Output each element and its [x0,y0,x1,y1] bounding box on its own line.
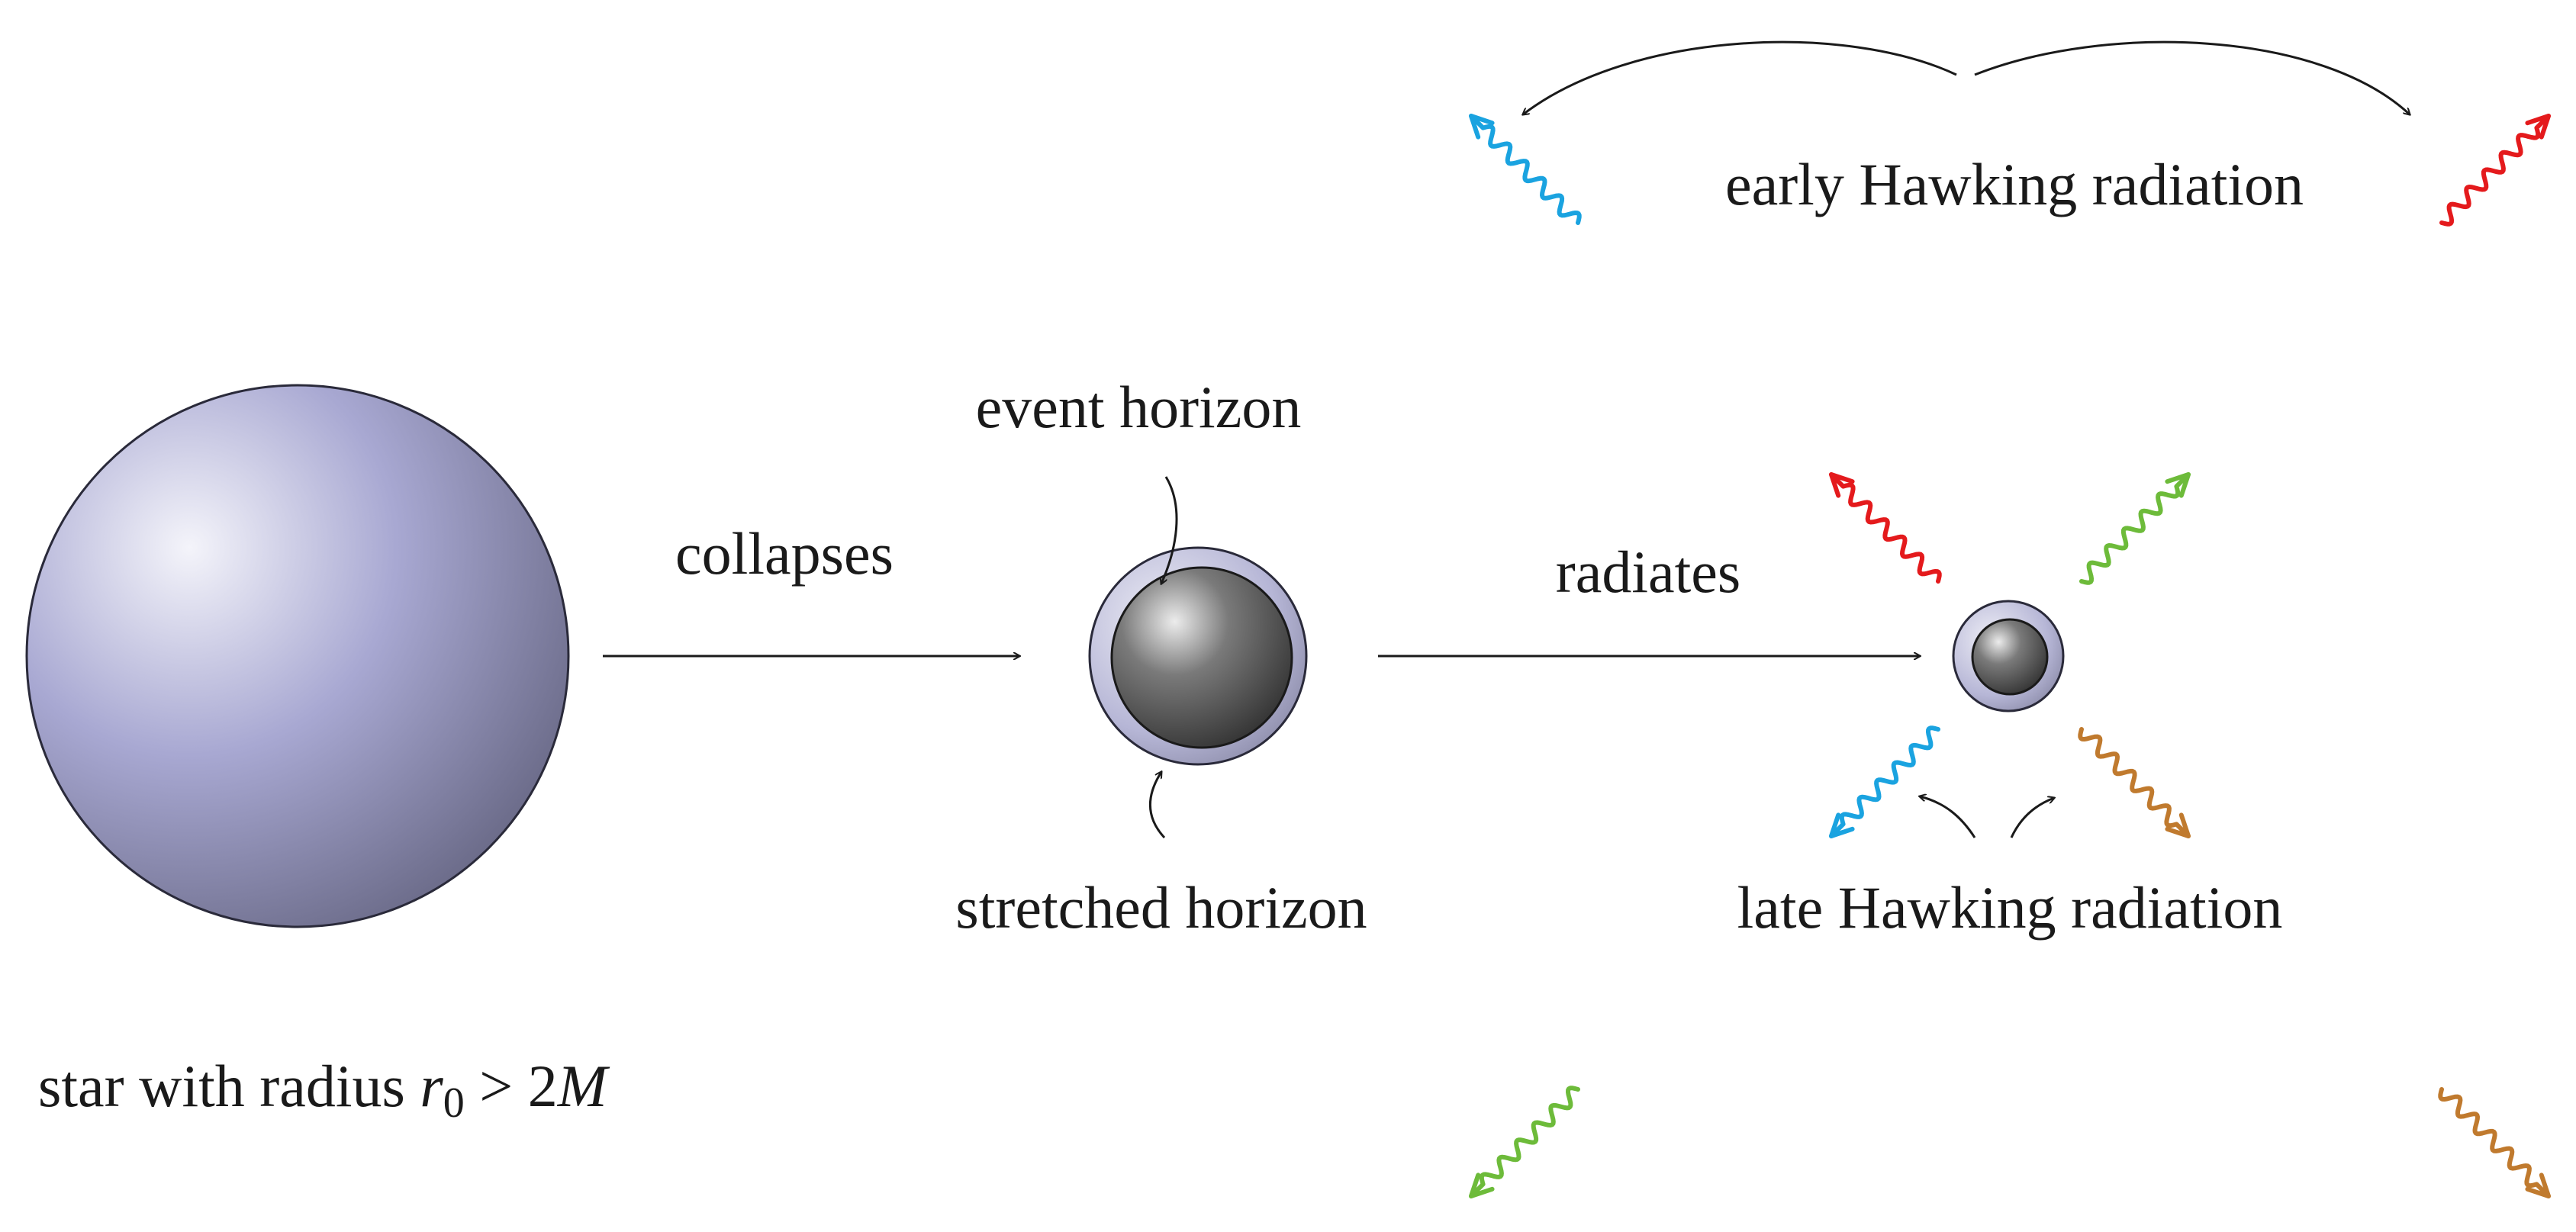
escaping-photon-green-head [1469,1172,1495,1198]
star-sphere [25,384,570,928]
late-photon-red-icon [1829,472,1942,584]
event-horizon-pointer-icon [1161,476,1178,584]
early-radiation-left-arrow-icon [1523,40,1957,114]
late-photon-red-wave [1829,472,1942,584]
radiates-label: radiates [1556,539,1741,605]
late-photon-blue-head [1829,812,1855,838]
stretched-horizon-label: stretched horizon [955,874,1367,941]
stretched-horizon-pointer-icon [1149,772,1166,839]
late-photon-blue-wave [1829,725,1940,838]
star-caption-var: r [420,1053,443,1119]
early-radiation-right-arrow-icon [1974,40,2410,114]
event-horizon-label: event horizon [976,374,1302,440]
escaping-photon-brown-head [2525,1172,2551,1198]
late-radiation-right-arrow-icon [2010,798,2054,838]
late-photon-green-wave [2079,472,2191,585]
early-photon-red-wave [2439,114,2551,227]
early-photon-red-head [2525,114,2551,140]
late-photon-brown-wave [2078,727,2191,838]
late-photon-green-icon [2079,472,2191,585]
early-photon-blue-icon [1469,114,1582,225]
photon-group [1469,114,2551,1198]
star-caption-mass: M [557,1053,610,1119]
early-photon-blue-head [1469,114,1495,140]
late-photon-brown-head [2165,812,2191,838]
escaping-photon-green-icon [1469,1086,1580,1198]
late-photon-brown-icon [2078,727,2191,838]
star-caption-sub: 0 [443,1079,465,1127]
late-radiation-left-arrow-icon [1920,796,1976,838]
escaping-photon-green-wave [1469,1086,1580,1198]
escaping-photon-brown-icon [2438,1087,2551,1198]
star-caption-prefix: star with radius [38,1053,420,1119]
star-caption-rel: > 2 [465,1053,558,1119]
early-photon-red-icon [2439,114,2551,227]
black-hole [1110,566,1293,749]
late-photon-blue-icon [1829,725,1940,838]
collapses-label: collapses [675,520,894,587]
late-photon-red-head [1829,472,1855,498]
late-photon-green-head [2165,472,2191,498]
early-photon-blue-wave [1469,114,1582,225]
small-black-hole [1971,618,2049,696]
early-radiation-label: early Hawking radiation [1725,151,2304,217]
star-caption: star with radius r0 > 2M [38,1053,610,1127]
late-radiation-label: late Hawking radiation [1737,874,2283,941]
escaping-photon-brown-wave [2438,1087,2551,1198]
